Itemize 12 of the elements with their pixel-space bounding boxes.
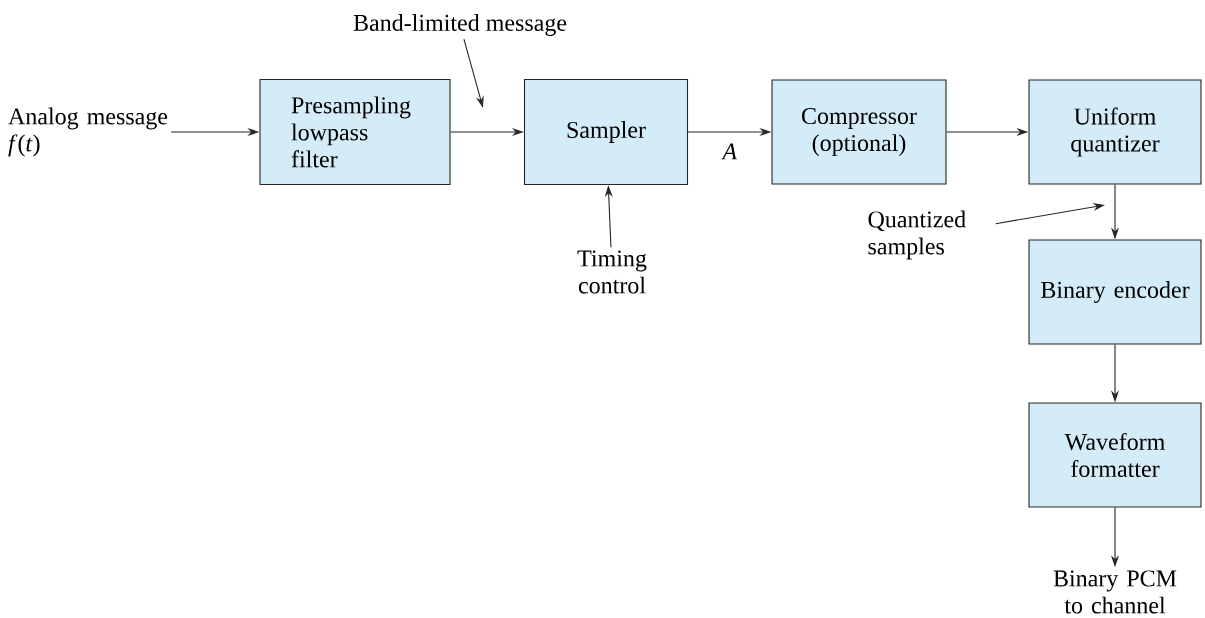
process-box: Binary encoder bbox=[1028, 239, 1202, 345]
signal-label: Band-limited message bbox=[353, 14, 567, 36]
process-box: Sampler bbox=[523, 78, 689, 186]
edge-label: A bbox=[721, 143, 738, 160]
process-box: Compressor (optional) bbox=[771, 79, 947, 185]
process-box: Presampling lowpass filter bbox=[259, 78, 451, 186]
signal-label: Analog message f(t) bbox=[8, 107, 168, 157]
signal-label: Binary PCM to channel bbox=[1053, 570, 1177, 614]
signal-label: Timing control bbox=[577, 250, 647, 294]
process-box: Waveform formatter bbox=[1028, 402, 1202, 508]
process-box: Uniform quantizer bbox=[1028, 79, 1202, 185]
signal-label: Quantized samples bbox=[868, 210, 966, 260]
